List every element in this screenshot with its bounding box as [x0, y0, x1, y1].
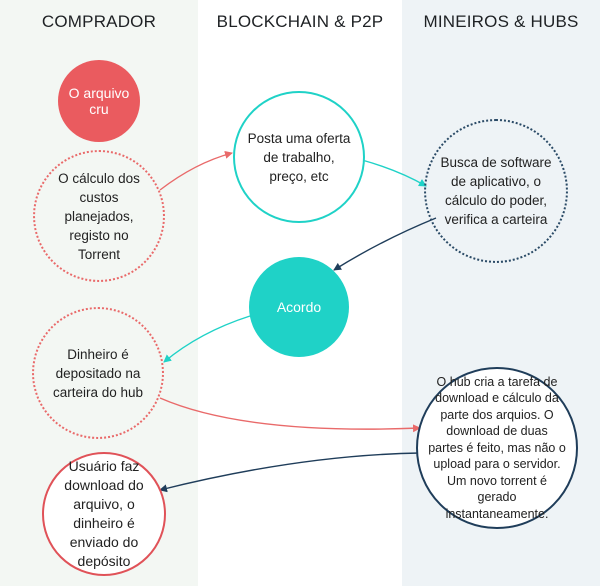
node-agreement: Acordo	[249, 257, 349, 357]
node-money-deposit: Dinheiro é depositado na carteira do hub	[32, 307, 164, 439]
node-cost-calc-label: O cálculo dos custos planejados, registo…	[58, 170, 140, 262]
arrow-cost-to-offer	[159, 150, 233, 191]
arrow-offer-to-search	[361, 159, 427, 187]
node-raw-file-label: O arquivo cru	[68, 85, 130, 117]
arrow-hub-to-download	[159, 452, 421, 493]
node-cost-calc: O cálculo dos custos planejados, registo…	[33, 150, 165, 282]
node-job-offer-label: Posta uma oferta de trabalho, preço, etc	[247, 130, 351, 184]
arrow-deposit-to-hub	[159, 397, 421, 433]
arrow-agreement-to-deposit	[163, 315, 251, 363]
column-title-comprador: COMPRADOR	[41, 12, 157, 31]
node-software-search-label: Busca de software de aplicativo, o cálcu…	[440, 155, 552, 227]
column-title-mineiros: MINEIROS & HUBS	[423, 12, 579, 31]
node-raw-file: O arquivo cru	[58, 60, 140, 142]
node-hub-task-label: O hub cria a tarefa de download e cálcul…	[428, 374, 566, 521]
node-job-offer: Posta uma oferta de trabalho, preço, etc	[233, 91, 365, 223]
node-agreement-label: Acordo	[276, 299, 322, 315]
node-money-deposit-label: Dinheiro é depositado na carteira do hub	[52, 346, 144, 400]
node-hub-task: O hub cria a tarefa de download e cálcul…	[416, 367, 578, 529]
node-user-download-label: Usuário faz download do arquivo, o dinhe…	[64, 458, 144, 569]
arrow-search-to-agreement	[333, 217, 437, 271]
node-software-search: Busca de software de aplicativo, o cálcu…	[424, 119, 568, 263]
column-title-blockchain: BLOCKCHAIN & P2P	[216, 12, 384, 31]
node-user-download: Usuário faz download do arquivo, o dinhe…	[42, 452, 166, 576]
